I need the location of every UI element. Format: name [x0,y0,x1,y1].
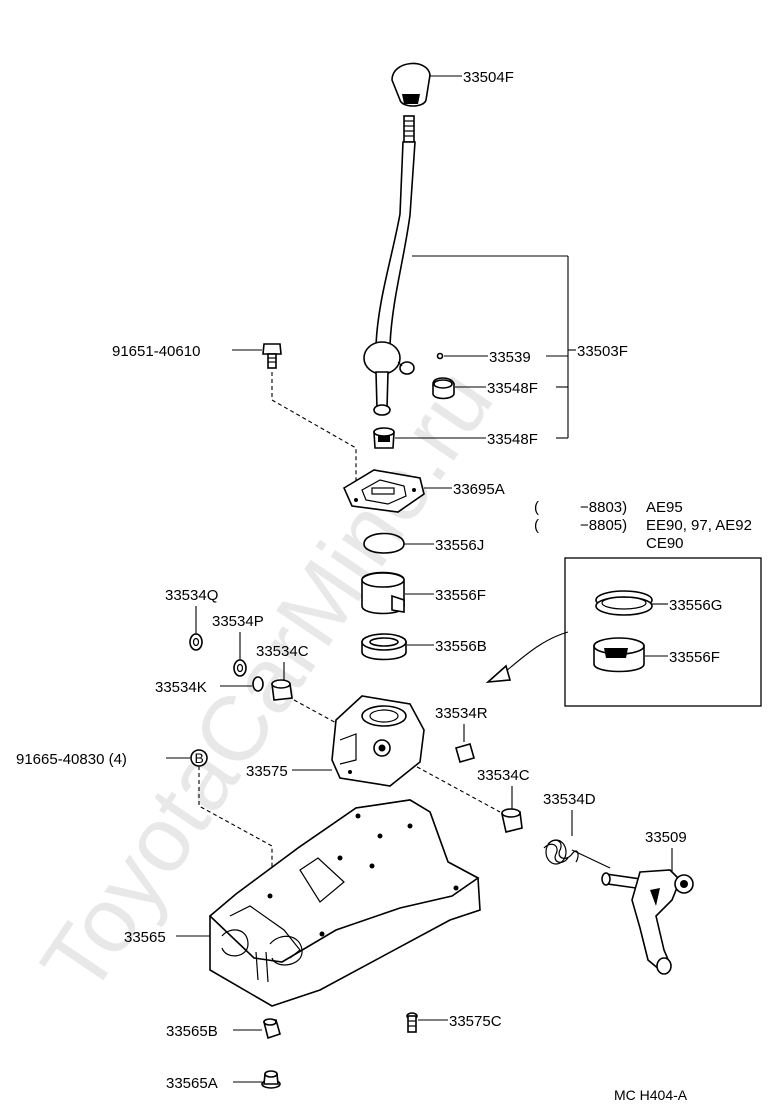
label-33504F: 33504F [463,69,514,86]
label-33534Q: 33534Q [165,587,218,604]
label-91651-40610: 91651-40610 [112,343,200,360]
note2-models: EE90, 97, AE92 [646,517,752,534]
lever-33509 [601,869,694,975]
grommet-33565A [261,1070,281,1089]
nut-33565B [263,1018,281,1040]
label-33556G: 33556G [669,597,722,614]
label-33534P: 33534P [212,613,264,630]
note2-paren: ( [534,517,539,534]
label-33548F-lower: 33548F [487,431,538,448]
label-91665-40830: 91665-40830 (4) [16,751,127,768]
plate-33695A [342,469,425,513]
housing-33575 [331,695,425,787]
stud-33575C [406,1012,418,1033]
label-33565A: 33565A [166,1075,218,1092]
shift-knob [391,62,431,107]
label-33548F-upper: 33548F [487,380,538,397]
note1-range: −8803) [580,499,627,516]
seat-33556F-inset [593,637,645,673]
label-33534C-lower: 33534C [477,767,530,784]
pin-33534R [455,743,475,763]
label-33556F: 33556F [435,587,486,604]
seat-33556F [361,571,405,615]
seal-33556B [361,633,407,661]
inset-box [564,557,762,707]
ring-33556G [595,590,653,616]
label-33695A: 33695A [453,481,505,498]
label-33534D: 33534D [543,791,596,808]
bushing-33534C-lower [501,808,523,833]
base-33565 [208,799,481,1007]
bushing-33548F-lower [373,427,395,449]
note1-models: AE95 [646,499,683,516]
note2-models-cont: CE90 [646,535,684,552]
bushing-33534C-upper [271,679,293,701]
note2-range: −8805) [580,517,627,534]
label-33539: 33539 [489,349,531,366]
clip-33534K [252,676,264,692]
note1-paren: ( [534,499,539,516]
label-33556F-inset: 33556F [669,649,720,666]
bolt-marker-letter: B [195,750,204,766]
spring-33534D [543,839,611,869]
label-33565B: 33565B [166,1023,218,1040]
label-33509: 33509 [645,829,687,846]
shift-lever [363,115,416,416]
label-33556B: 33556B [435,638,487,655]
washer-33534Q [189,633,203,651]
label-33503F: 33503F [577,343,628,360]
label-33534K: 33534K [155,679,207,696]
label-33534C-upper: 33534C [256,643,309,660]
label-33575: 33575 [246,763,288,780]
figure-code: MC H404-A [614,1087,688,1103]
label-33556J: 33556J [435,537,484,554]
label-33534R: 33534R [435,705,488,722]
washer-33534P [233,659,247,677]
seat-33548F-upper [432,377,455,400]
label-33565: 33565 [124,929,166,946]
bolt-91651 [262,343,282,369]
label-33575C: 33575C [449,1013,502,1030]
